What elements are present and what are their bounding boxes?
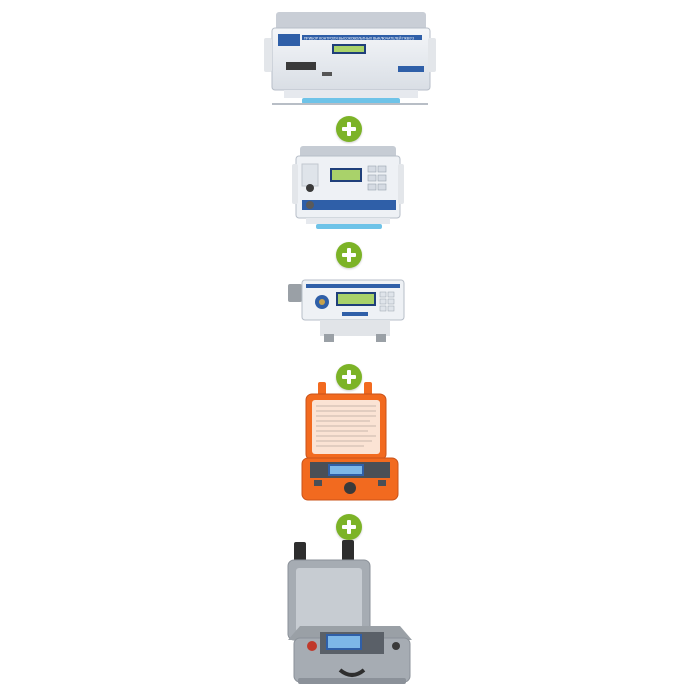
compact-instrument-photo	[288, 279, 405, 342]
plus-icon	[336, 364, 362, 390]
grey-case-photo	[287, 540, 412, 684]
plus-icon	[336, 116, 362, 142]
device-label: ПРИБОР КОНТРОЛЯ ВЫСОКОВОЛЬТНЫХ ВЫКЛЮЧАТЕ…	[304, 37, 414, 41]
rack-instrument-photo: ПРИБОР КОНТРОЛЯ ВЫСОКОВОЛЬТНЫХ ВЫКЛЮЧАТЕ…	[264, 12, 436, 105]
plus-icon	[336, 242, 362, 268]
benchtop-instrument-photo	[292, 146, 404, 229]
orange-case-photo	[301, 382, 399, 501]
plus-icon	[336, 514, 362, 540]
